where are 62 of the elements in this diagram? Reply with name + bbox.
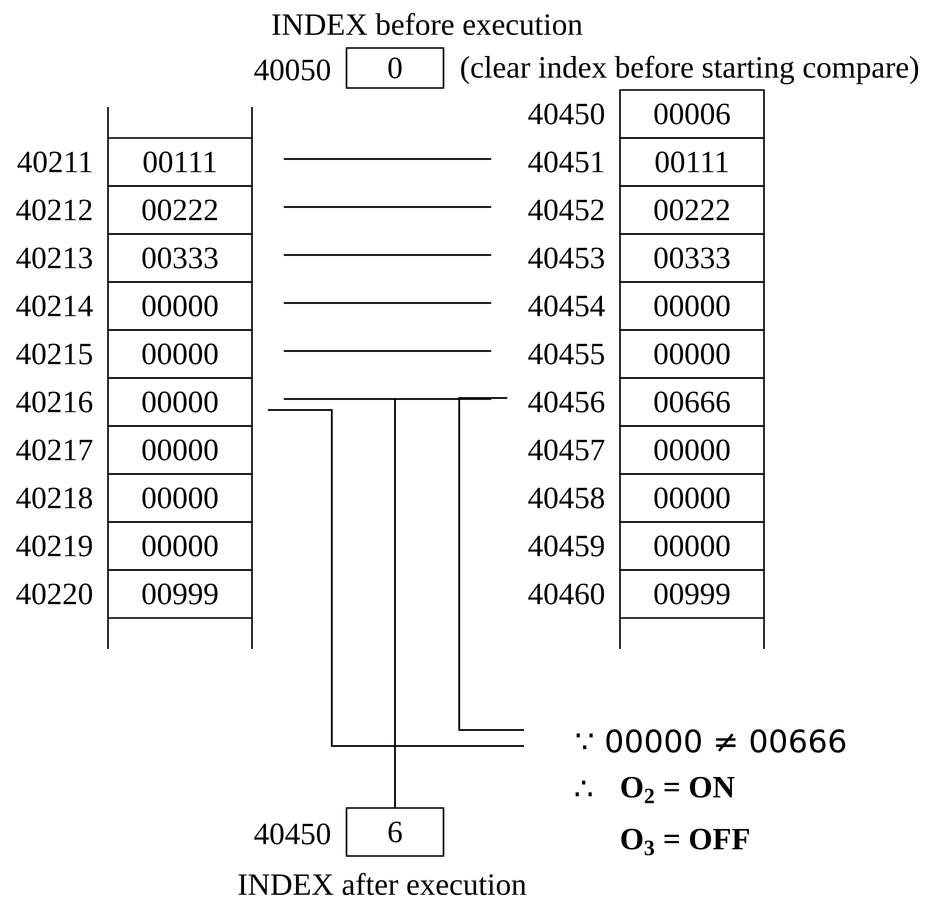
address-label: 40211: [17, 152, 92, 172]
register-cell: 00000: [107, 473, 253, 523]
address-label: 40213: [16, 248, 92, 268]
register-cell: 00000: [107, 329, 253, 379]
compare-line: [284, 350, 492, 352]
result-text: O$_{3}$ = OFF: [621, 828, 749, 856]
address-label: 40452: [528, 200, 604, 220]
compare-line: [284, 398, 492, 400]
compare-line: [284, 158, 492, 160]
register-cell: 00333: [619, 233, 765, 283]
register-cell: 00222: [107, 185, 253, 235]
compare-line: [284, 302, 492, 304]
register-cell: 00000: [107, 281, 253, 331]
address-label: 40450: [528, 104, 604, 124]
address-label: 40050: [254, 60, 330, 80]
register-cell: 00999: [107, 569, 253, 619]
register-cell: 00000: [619, 425, 765, 475]
register-cell: 00000: [107, 521, 253, 571]
caption-text: INDEX after execution: [238, 872, 526, 896]
register-cell: 00000: [107, 425, 253, 475]
address-label: 40219: [16, 536, 92, 556]
register-cell: 00111: [107, 137, 253, 187]
index-box: 0: [346, 47, 444, 89]
register-cell: 00333: [107, 233, 253, 283]
address-label: 40460: [528, 584, 604, 604]
register-cell: 00000: [619, 521, 765, 571]
caption-text: INDEX before execution: [272, 12, 582, 36]
address-label: 40217: [16, 440, 92, 460]
register-cell: 00006: [619, 89, 765, 139]
address-label: 40220: [16, 584, 92, 604]
address-label: 40455: [528, 344, 604, 364]
address-label: 40215: [16, 344, 92, 364]
address-label: 40453: [528, 248, 604, 268]
register-cell: 00000: [107, 377, 253, 427]
note-text: (clear index before starting compare): [461, 56, 918, 84]
result-text: O$_{2}$ = ON: [621, 776, 735, 804]
connector-line: [268, 409, 524, 747]
register-cell: 00999: [619, 569, 765, 619]
index-box: 6: [346, 807, 444, 857]
address-label: 40454: [528, 296, 605, 316]
connector-line: [394, 399, 396, 808]
address-label: 40459: [528, 536, 604, 556]
register-cell: 00000: [619, 473, 765, 523]
register-cell: 00000: [619, 281, 765, 331]
compare-line: [284, 254, 492, 256]
register-cell: 00111: [619, 137, 765, 187]
address-label: 40451: [528, 152, 604, 172]
connector-line: [458, 397, 524, 731]
therefore-sign: ∴: [576, 780, 592, 796]
register-cell: 00000: [619, 329, 765, 379]
address-label: 40214: [16, 296, 93, 316]
address-label: 40456: [528, 392, 604, 412]
comparison-text: ∵ 00000 ≠ 00666: [576, 729, 846, 753]
address-label: 40212: [16, 200, 92, 220]
address-label: 40218: [16, 488, 92, 508]
address-label: 40458: [528, 488, 604, 508]
address-label: 40450: [254, 824, 330, 844]
compare-line: [284, 206, 492, 208]
register-cell: 00666: [619, 377, 765, 427]
address-label: 40457: [528, 440, 604, 460]
register-cell: 00222: [619, 185, 765, 235]
address-label: 40216: [16, 392, 92, 412]
